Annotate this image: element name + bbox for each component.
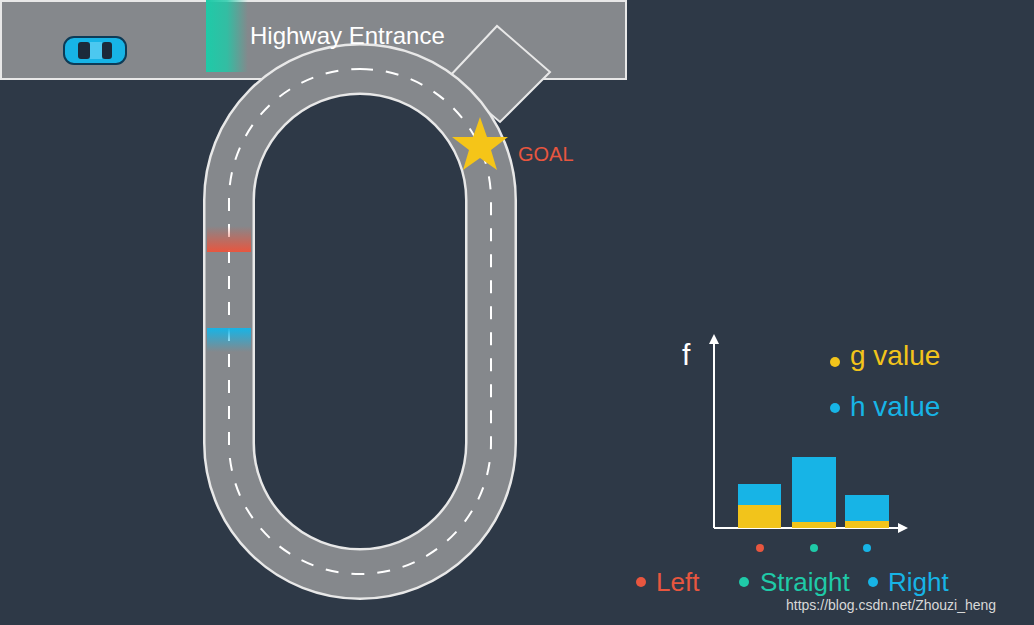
h-bar (738, 484, 781, 505)
h-bar (845, 495, 889, 521)
watermark: https://blog.csdn.net/Zhouzi_heng (786, 598, 996, 612)
car (64, 37, 126, 64)
left-patch (207, 226, 251, 252)
axis-arrow (898, 523, 908, 533)
g-bar (792, 522, 836, 528)
legend-text: h value (850, 393, 940, 421)
highway-band: Highway Entrance (0, 0, 627, 80)
lane-dashes (229, 69, 491, 574)
h-bar (792, 457, 836, 522)
axis-label: f (682, 340, 690, 370)
y-axis (713, 342, 715, 528)
g-bar (738, 505, 781, 528)
g-bar (845, 521, 889, 528)
legend-swatch (830, 403, 840, 413)
goal-label: GOAL (518, 144, 574, 164)
legend-text: g value (850, 342, 940, 370)
right-patch (207, 328, 251, 352)
axis-arrow (709, 334, 719, 344)
bar-dot (810, 544, 818, 552)
legend-swatch (636, 577, 646, 587)
legend-swatch (830, 357, 840, 367)
bar-dot (756, 544, 764, 552)
legend-text: Straight (760, 569, 850, 595)
legend-swatch (739, 577, 749, 587)
straight-patch (206, 0, 248, 72)
loop-road (229, 69, 491, 574)
goal-star (452, 117, 508, 170)
road-label: Highway Entrance (250, 24, 445, 48)
legend-text: Right (888, 569, 949, 595)
legend-swatch (868, 577, 878, 587)
loop-edge (229, 69, 491, 574)
bar-dot (863, 544, 871, 552)
legend-text: Left (656, 569, 699, 595)
